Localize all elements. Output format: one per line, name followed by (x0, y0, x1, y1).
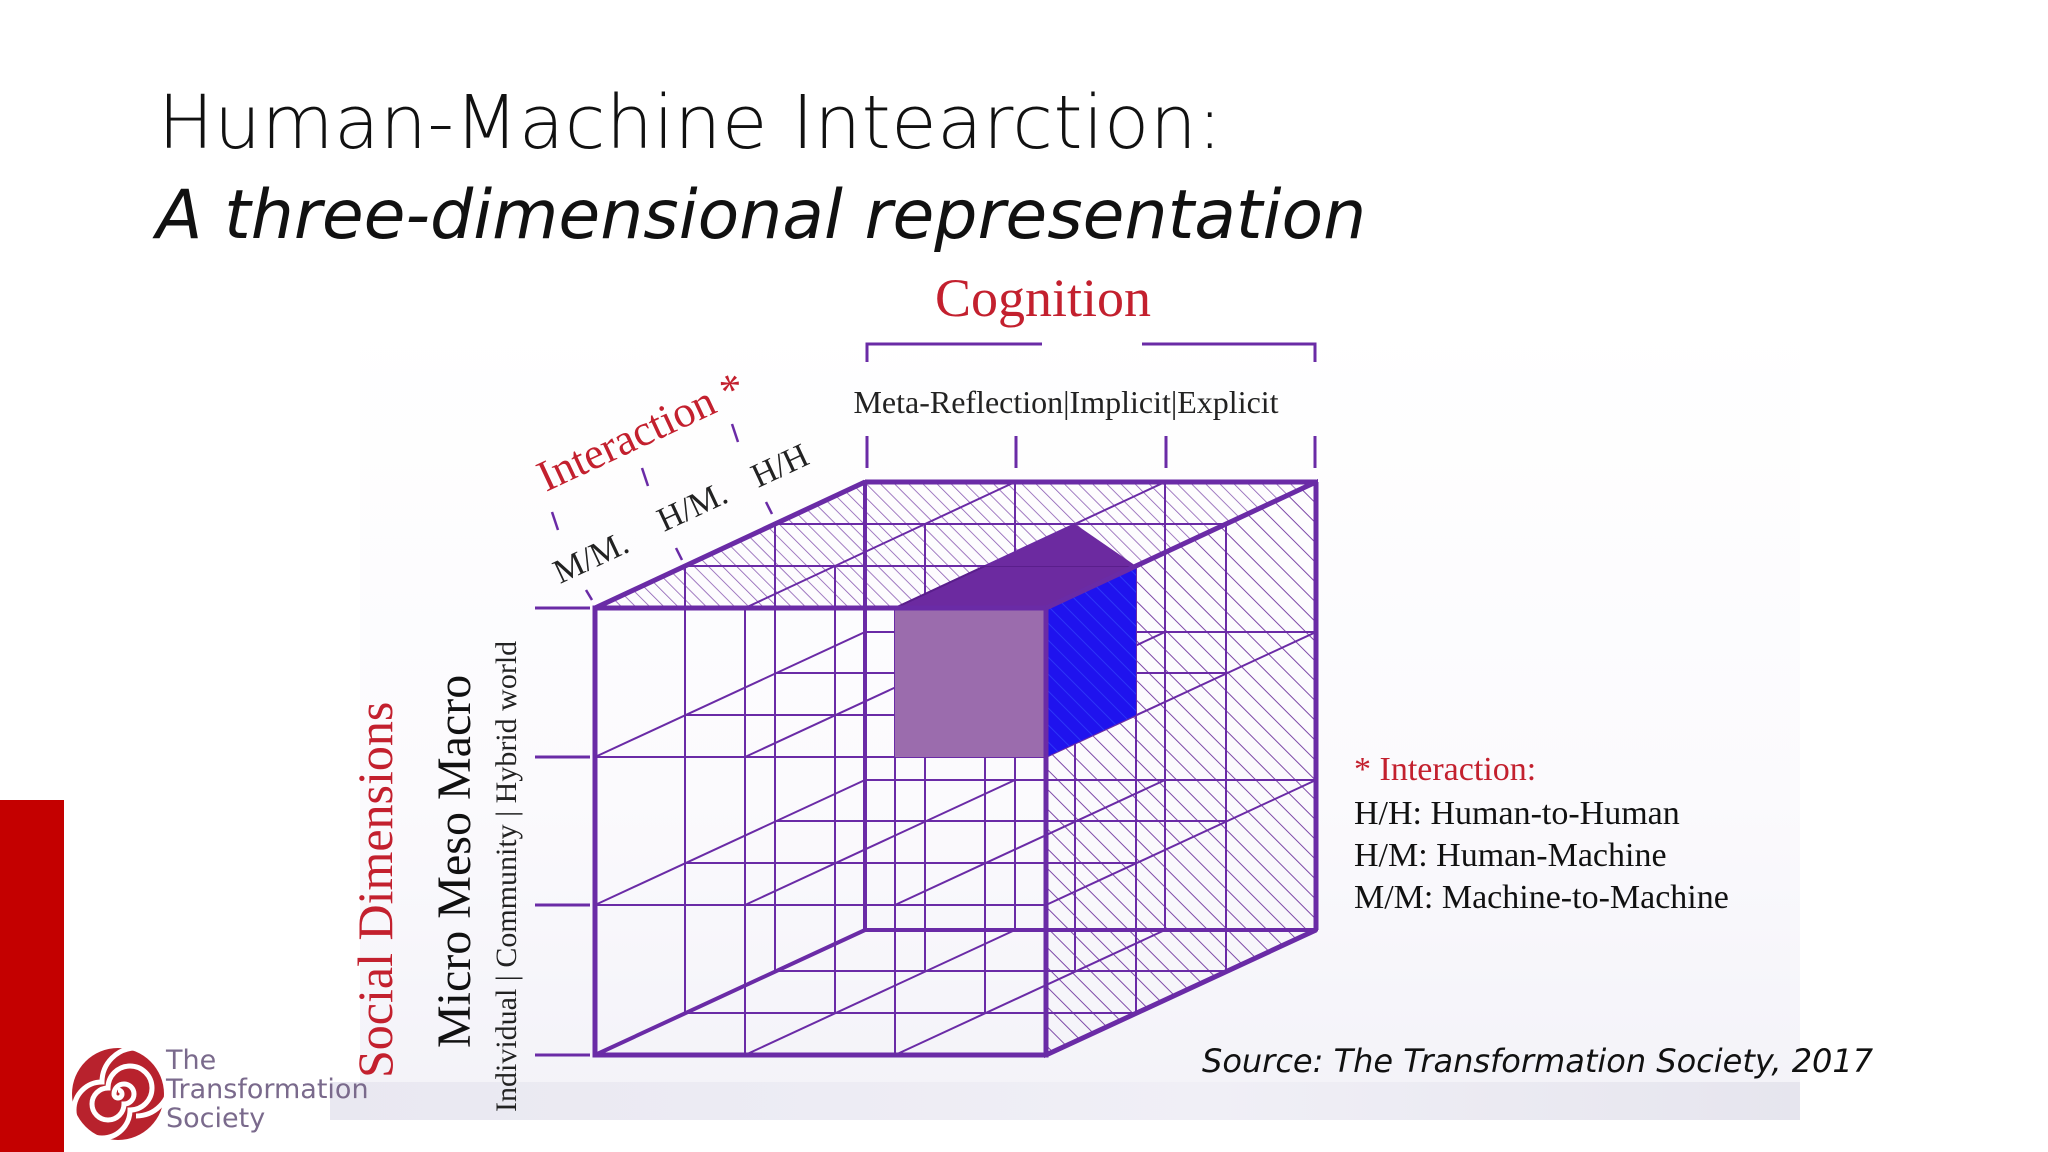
interaction-legend: * Interaction: H/H: Human-to-Human H/M: … (1354, 751, 1729, 916)
highlight-front-face (895, 608, 1046, 757)
slide-subtitle: A three-dimensional representation (156, 176, 1367, 255)
cognition-label: Cognition (935, 268, 1151, 328)
slide-title: Human-Machine Intearction: (158, 80, 1223, 166)
cube-back-edges (594, 482, 1316, 1057)
source-citation: Source: The Transformation Society, 2017 (1202, 1042, 1874, 1080)
footer-shadow-bar (330, 1082, 1800, 1120)
logo-line-1: The (166, 1045, 217, 1076)
interaction-tick-marks (550, 423, 774, 601)
cognition-bracket (865, 342, 1317, 468)
social-dimensions-label: Social Dimensions (347, 702, 403, 1078)
highlight-top-face-back (985, 524, 1136, 566)
red-accent-bar (0, 800, 64, 1152)
interaction-level-mm: M/M. (548, 525, 635, 592)
cube-front-frame (592, 479, 1319, 1058)
social-sublevels: Individual | Community | Hybrid world (490, 641, 523, 1112)
legend-title: * Interaction: (1354, 751, 1536, 788)
legend-item-hh: H/H: Human-to-Human (1354, 795, 1680, 832)
spiral-logo-icon (71, 1045, 173, 1141)
legend-item-mm: M/M: Machine-to-Machine (1354, 879, 1729, 916)
social-levels: Micro Meso Macro (428, 675, 481, 1048)
social-tick-marks (535, 606, 590, 1057)
logo-line-2: Transformation (166, 1074, 369, 1105)
logo-line-3: Society (166, 1103, 266, 1134)
cognition-levels: Meta-Reflection|Implicit|Explicit (853, 384, 1278, 420)
logo-wordmark: The Transformation Society (166, 1046, 369, 1133)
interaction-level-hh: H/H (746, 437, 815, 495)
legend-item-hm: H/M: Human-Machine (1354, 837, 1667, 874)
interaction-level-hm: H/M. (652, 475, 734, 539)
